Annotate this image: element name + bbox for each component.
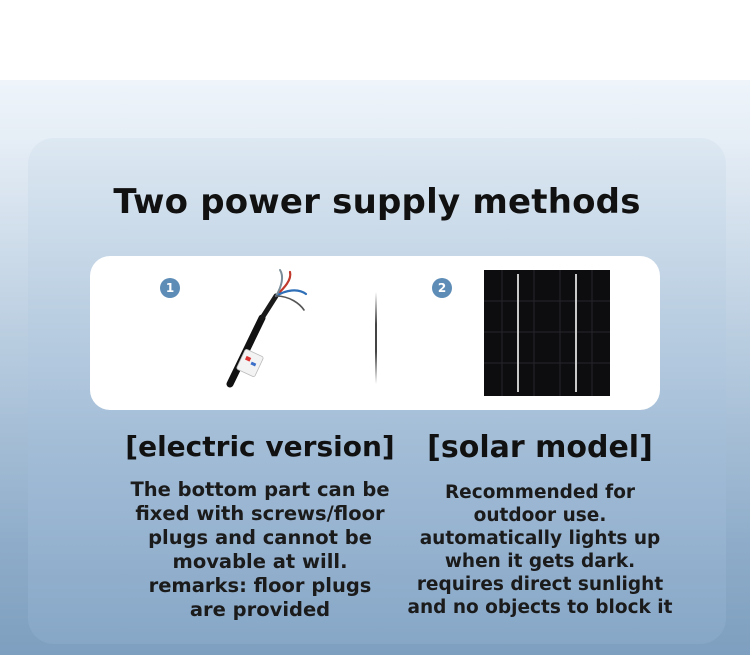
solar-panel-icon: [484, 270, 610, 396]
electric-version-heading: [electric version]: [125, 430, 395, 463]
panel-divider: [375, 292, 377, 384]
power-cable-icon: [226, 269, 308, 388]
solar-model-heading: [solar model]: [427, 430, 653, 465]
option-number-badge-2: 2: [432, 278, 452, 298]
electric-version-description: The bottom part can be fixed with screws…: [130, 478, 390, 621]
page-title: Two power supply methods: [113, 182, 641, 222]
option-number-badge-1: 1: [160, 278, 180, 298]
solar-model-description: Recommended for outdoor use. automatical…: [407, 482, 673, 618]
